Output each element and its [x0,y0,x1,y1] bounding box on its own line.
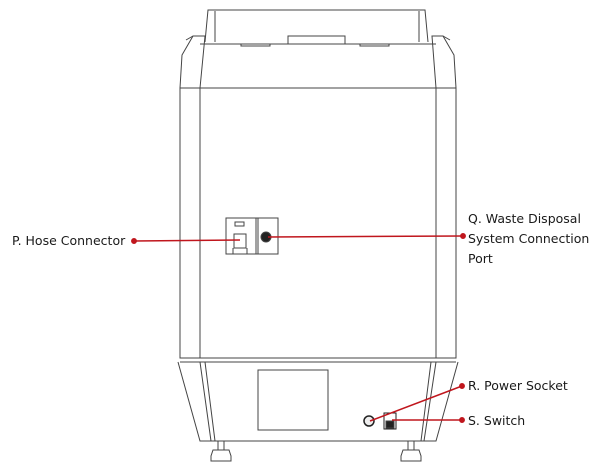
base-access-panel [257,369,329,431]
leveling-foot-left [210,441,232,462]
callout-label-power-socket: R. Power Socket [468,378,568,393]
power-socket [363,415,375,427]
hose-connector [233,233,247,249]
callout-label-line: Port [468,251,493,266]
callout-line-r [369,385,463,422]
main-body [179,87,457,363]
top-lid [204,9,429,47]
base [177,361,459,462]
callout-line-q [267,235,464,238]
callout-line-p [133,239,241,242]
leveling-foot-right [400,441,422,462]
callout-label-line: Q. Waste Disposal [468,211,581,226]
callout-label-line: System Connection [468,231,590,246]
callout-label-hose-connector: P. Hose Connector [12,233,126,248]
callout-label-switch: S. Switch [468,413,526,428]
callout-label-waste-port: Q. Waste Disposal System Connection Port [468,209,589,269]
connector-panel [225,217,279,255]
body-shoulders [179,35,457,89]
